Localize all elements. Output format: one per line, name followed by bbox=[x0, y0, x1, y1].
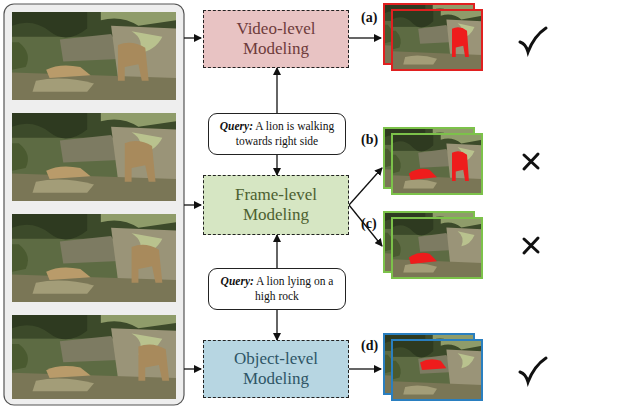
check-mark bbox=[520, 28, 546, 52]
output-arrow bbox=[349, 368, 381, 369]
box-title: Frame-level Modeling bbox=[212, 185, 340, 226]
query-heading: Query: bbox=[220, 120, 253, 132]
output-frames bbox=[384, 212, 482, 278]
query-arrow bbox=[276, 68, 277, 113]
output-arrow bbox=[349, 168, 382, 205]
query-heading: Query: bbox=[221, 275, 254, 287]
input-arrow bbox=[184, 204, 201, 205]
video-frame bbox=[12, 113, 176, 201]
query-arrow bbox=[276, 155, 277, 175]
query-text: Query: A lion lying on a high rock bbox=[217, 274, 337, 304]
query-arrow bbox=[276, 310, 277, 340]
input-arrow bbox=[184, 37, 201, 38]
cross-mark bbox=[524, 238, 538, 253]
frame-level-box: Frame-level Modeling bbox=[203, 175, 349, 235]
frames-panel bbox=[4, 4, 184, 405]
query-text: A lion lying on a high rock bbox=[255, 275, 333, 302]
query-box: Query: A lion lying on a high rock bbox=[208, 268, 346, 310]
box-title: Video-level Modeling bbox=[212, 19, 340, 60]
video-frame bbox=[12, 214, 176, 302]
panel-label: (b) bbox=[361, 132, 378, 148]
video-frame bbox=[12, 12, 176, 100]
query-text: Query: A lion is walking towards right s… bbox=[217, 119, 337, 149]
object-level-box: Object-level Modeling bbox=[203, 340, 349, 398]
check-mark bbox=[520, 358, 546, 382]
output-arrow bbox=[349, 205, 382, 246]
panel-label: (d) bbox=[361, 338, 378, 354]
box-title: Object-level Modeling bbox=[212, 349, 340, 390]
query-box: Query: A lion is walking towards right s… bbox=[208, 113, 346, 155]
panel-label: (c) bbox=[361, 216, 377, 232]
cross-mark bbox=[524, 154, 538, 169]
video-level-box: Video-level Modeling bbox=[203, 10, 349, 68]
query-arrow bbox=[276, 235, 277, 268]
video-frame bbox=[12, 315, 176, 399]
input-arrow bbox=[184, 368, 201, 369]
output-frames bbox=[384, 128, 482, 194]
output-frames bbox=[384, 4, 482, 70]
panel-label: (a) bbox=[361, 10, 377, 26]
output-arrow bbox=[349, 37, 381, 38]
output-frames bbox=[384, 334, 482, 400]
